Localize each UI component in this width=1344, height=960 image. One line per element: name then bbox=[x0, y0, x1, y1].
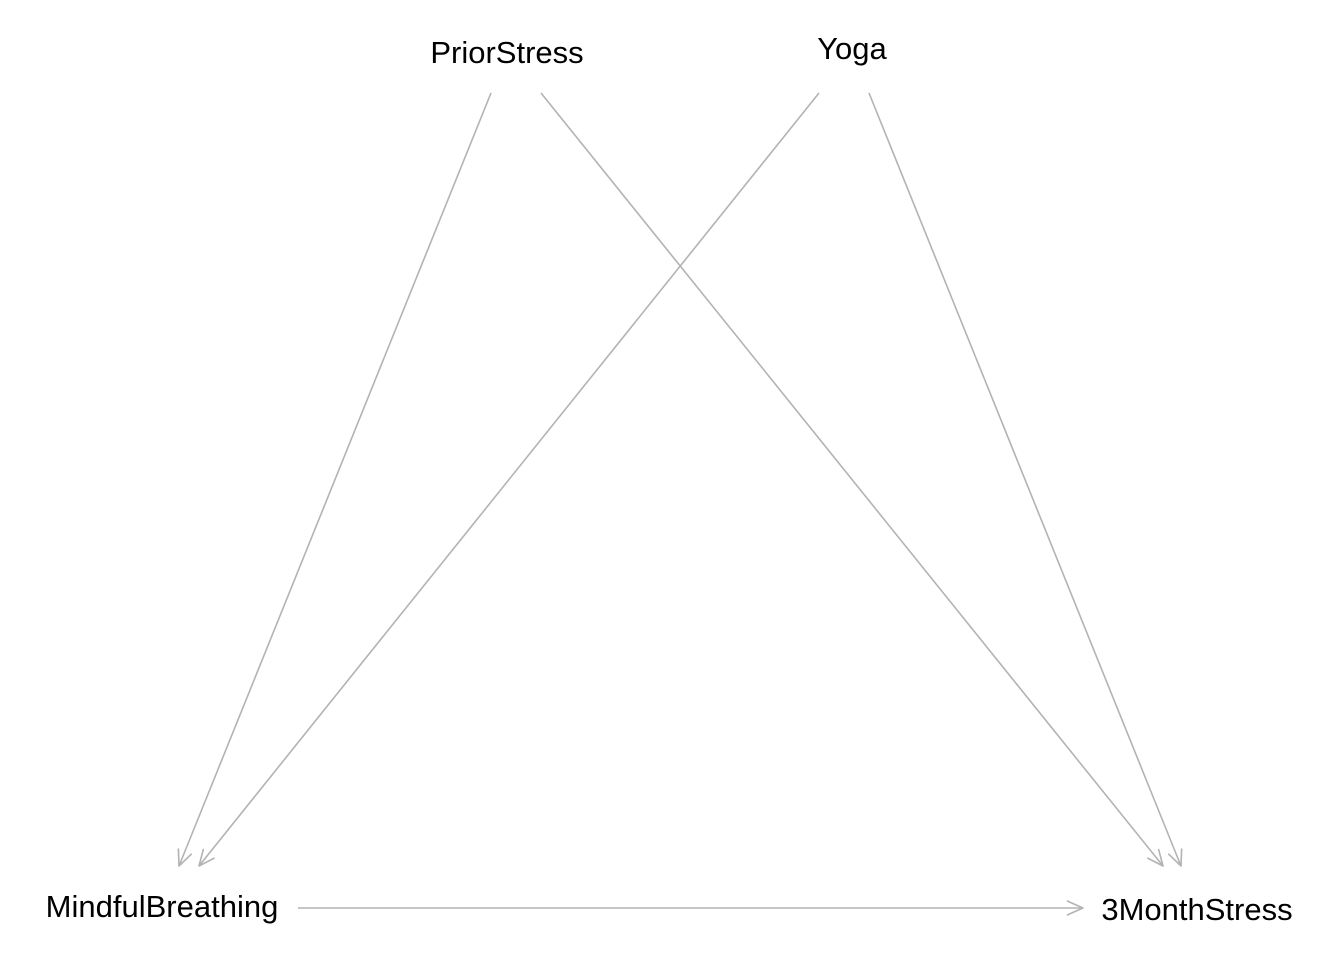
edge-prior-stress-to-three-month-stress bbox=[540, 92, 1164, 867]
edge-yoga-to-three-month-stress-line bbox=[868, 92, 1182, 867]
edge-yoga-to-mindful-breathing-line bbox=[198, 92, 820, 867]
edge-yoga-to-mindful-breathing bbox=[198, 92, 820, 867]
edge-yoga-to-three-month-stress-arrowhead-icon bbox=[1167, 848, 1183, 867]
edge-mindful-breathing-to-three-month-stress bbox=[298, 900, 1084, 916]
node-mindful-breathing: MindfulBreathing bbox=[46, 889, 279, 924]
node-3month-stress: 3MonthStress bbox=[1101, 892, 1292, 927]
edge-yoga-to-mindful-breathing-arrowhead-icon bbox=[198, 848, 215, 867]
edge-mindful-breathing-to-three-month-stress-arrowhead-icon bbox=[1066, 900, 1084, 916]
edge-yoga-to-three-month-stress bbox=[868, 92, 1183, 867]
edge-prior-stress-to-three-month-stress-line bbox=[540, 92, 1164, 867]
edge-prior-stress-to-mindful-breathing-arrowhead-icon bbox=[177, 848, 193, 867]
edge-prior-stress-to-mindful-breathing-line bbox=[178, 92, 492, 867]
node-yoga: Yoga bbox=[817, 31, 887, 66]
node-layer: PriorStress Yoga MindfulBreathing 3Month… bbox=[46, 31, 1293, 927]
edge-prior-stress-to-three-month-stress-arrowhead-icon bbox=[1147, 848, 1164, 867]
node-prior-stress: PriorStress bbox=[430, 35, 583, 70]
edge-prior-stress-to-mindful-breathing bbox=[177, 92, 492, 867]
edge-layer bbox=[177, 92, 1183, 916]
